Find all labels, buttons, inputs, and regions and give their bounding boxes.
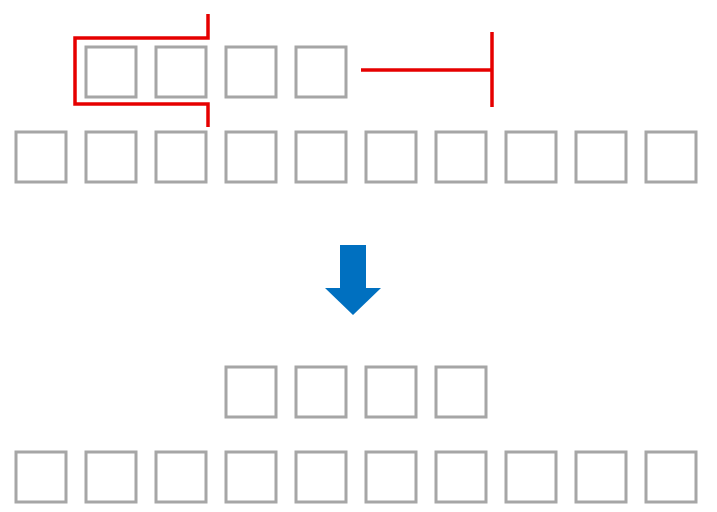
- before-upper-box: [84, 45, 138, 99]
- arrow-down-icon: [325, 245, 381, 315]
- before-lower-box: [364, 130, 418, 184]
- after-upper-row: [224, 365, 488, 419]
- before-upper-box: [224, 45, 278, 99]
- after-upper-box: [434, 365, 488, 419]
- selection-bracket: [73, 14, 210, 127]
- before-lower-box: [574, 130, 628, 184]
- before-upper-box: [154, 45, 208, 99]
- after-upper-box: [294, 365, 348, 419]
- after-lower-box: [154, 450, 208, 504]
- after-lower-box: [644, 450, 698, 504]
- before-lower-row: [14, 130, 698, 184]
- after-upper-box: [224, 365, 278, 419]
- before-lower-box: [644, 130, 698, 184]
- before-lower-box: [224, 130, 278, 184]
- before-lower-box: [434, 130, 488, 184]
- after-lower-box: [364, 450, 418, 504]
- before-lower-box: [154, 130, 208, 184]
- before-upper-box: [294, 45, 348, 99]
- after-lower-box: [574, 450, 628, 504]
- before-lower-box: [294, 130, 348, 184]
- after-lower-box: [434, 450, 488, 504]
- shift-indicator: [361, 32, 494, 107]
- before-lower-box: [14, 130, 68, 184]
- after-lower-row: [14, 450, 698, 504]
- before-lower-box: [504, 130, 558, 184]
- after-lower-box: [84, 450, 138, 504]
- after-lower-box: [14, 450, 68, 504]
- after-lower-box: [504, 450, 558, 504]
- before-lower-box: [84, 130, 138, 184]
- before-upper-row: [84, 45, 348, 99]
- after-lower-box: [294, 450, 348, 504]
- after-upper-box: [364, 365, 418, 419]
- before-annotations: [73, 14, 494, 127]
- after-lower-box: [224, 450, 278, 504]
